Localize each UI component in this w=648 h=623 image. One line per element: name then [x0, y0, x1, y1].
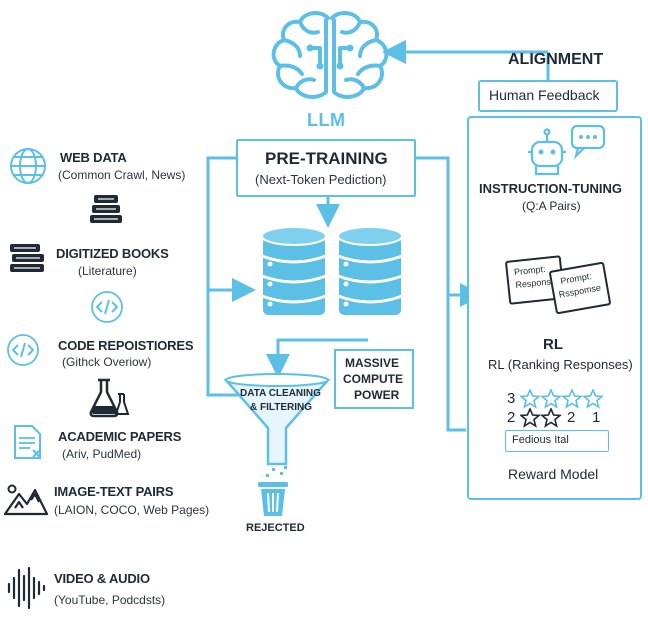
source-sub-video: (YouTube, Podcdsts) — [54, 593, 166, 607]
compute-label-2: COMPUTE — [343, 372, 403, 386]
database-icon — [337, 226, 403, 317]
star-rating — [520, 408, 562, 428]
qa-card-line: Respons — [514, 276, 552, 291]
source-sub-papers: (Ariv, PudMed) — [62, 447, 142, 461]
source-sub-images: (LAION, COCO, Web Pages) — [54, 503, 210, 517]
web-icon — [10, 148, 46, 184]
source-sub-books: (Literature) — [78, 264, 137, 278]
rank-number: 2 — [507, 409, 516, 426]
paper-icon — [14, 425, 41, 459]
qa-card-line: Prompt: — [513, 263, 546, 278]
flask-icon — [89, 378, 130, 418]
source-title-papers: ACADEMIC PAPERS — [58, 429, 182, 444]
waveform-icon — [7, 566, 46, 610]
compute-box: MASSIVE COMPUTE POWER — [334, 349, 414, 409]
star-rating — [520, 389, 604, 409]
rl-title: RL — [543, 336, 563, 353]
database-icon — [261, 226, 327, 317]
instruction-title: INSTRUCTION-TUNING — [479, 181, 622, 196]
code-icon — [7, 334, 39, 366]
trash-icon — [258, 482, 288, 516]
filter-label-2: & FILTERING — [250, 402, 313, 413]
source-title-web: WEB DATA — [60, 150, 127, 165]
source-sub-web: (Common Crawl, News) — [58, 168, 186, 182]
filter-label-1: DATA CLEANING — [240, 388, 321, 399]
feedback-field-text: Fedious Ital — [512, 434, 569, 446]
rank-number: 2 — [567, 409, 576, 426]
source-title-images: IMAGE-TEXT PAIRS — [54, 484, 174, 499]
funnel-icon — [223, 373, 331, 477]
human-feedback-box: Human Feedback — [478, 80, 618, 112]
rl-subtitle: RL (Ranking Responses) — [488, 357, 633, 372]
rank-number: 3 — [507, 390, 516, 407]
instruction-sub: (Q:A Pairs) — [522, 199, 581, 213]
pretraining-box: PRE-TRAINING (Next-Token Pediction) — [236, 139, 416, 197]
compute-label-1: MASSIVE — [345, 356, 400, 370]
alignment-title: ALIGNMENT — [508, 51, 604, 68]
source-sub-code: (Githck Overiow) — [62, 355, 152, 369]
llm-label: LLM — [307, 110, 346, 130]
compute-label-3: POWER — [354, 388, 400, 402]
rank-number: 1 — [592, 409, 601, 426]
books-icon — [10, 244, 44, 272]
source-title-books: DIGITIZED BOOKS — [56, 246, 169, 261]
brain-icon — [271, 11, 389, 99]
robot-icon — [528, 124, 606, 176]
human-feedback-label: Human Feedback — [489, 87, 600, 103]
reward-model-label: Reward Model — [508, 466, 599, 482]
pretraining-title: PRE-TRAINING — [265, 149, 388, 168]
source-title-video: VIDEO & AUDIO — [54, 571, 150, 586]
mountain-icon — [3, 484, 49, 516]
books-icon — [90, 195, 122, 223]
feedback-field: Fedious Ital — [505, 430, 609, 452]
rejected-label: REJECTED — [246, 522, 305, 534]
code-icon — [91, 291, 123, 323]
source-title-code: CODE REPOISTIORES — [58, 338, 194, 353]
pretraining-subtitle: (Next-Token Pediction) — [255, 172, 387, 187]
